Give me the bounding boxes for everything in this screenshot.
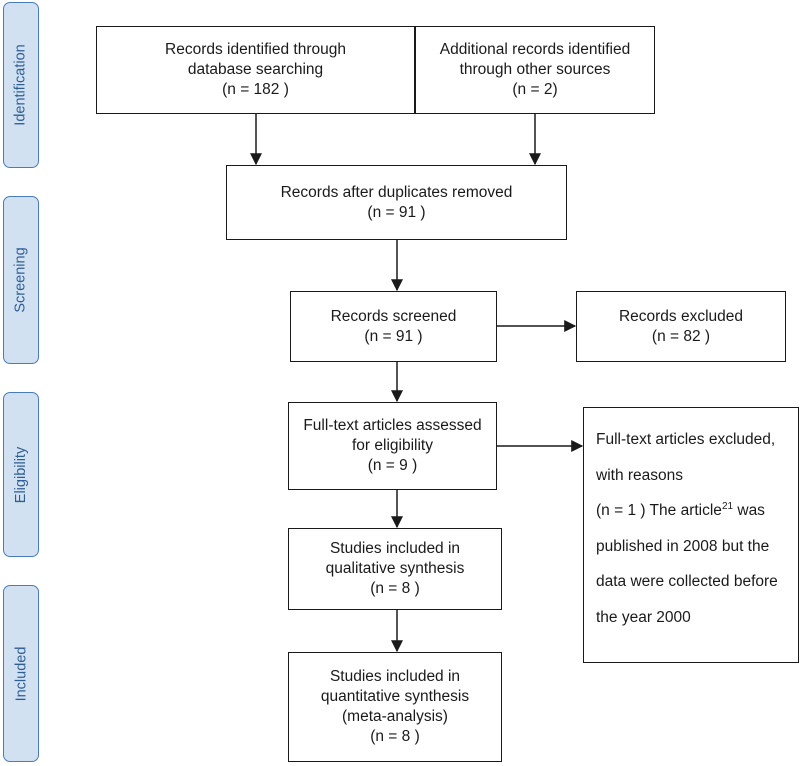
box-qualitative-synthesis: Studies included in qualitative synthesi…: [288, 528, 502, 610]
phase-included: Included: [3, 585, 39, 762]
box-database-records: Records identified through database sear…: [96, 26, 415, 114]
phase-eligibility: Eligibility: [3, 392, 39, 557]
box-fulltext-excluded: Full-text articles excluded, with reason…: [583, 407, 799, 663]
phase-screening: Screening: [3, 196, 39, 364]
box-quantitative-synthesis: Studies included in quantitative synthes…: [288, 652, 502, 762]
box-fulltext-assessed: Full-text articles assessed for eligibil…: [288, 402, 497, 490]
exclusion-reason: (n = 1 ) The article21 was: [596, 500, 765, 519]
box-records-screened: Records screened (n = 91 ): [290, 291, 497, 362]
box-records-excluded: Records excluded (n = 82 ): [576, 291, 786, 362]
box-other-records: Additional records identified through ot…: [415, 26, 655, 114]
reference-number: 21: [721, 500, 734, 512]
phase-identification: Identification: [3, 2, 39, 168]
box-duplicates-removed: Records after duplicates removed (n = 91…: [226, 165, 567, 240]
